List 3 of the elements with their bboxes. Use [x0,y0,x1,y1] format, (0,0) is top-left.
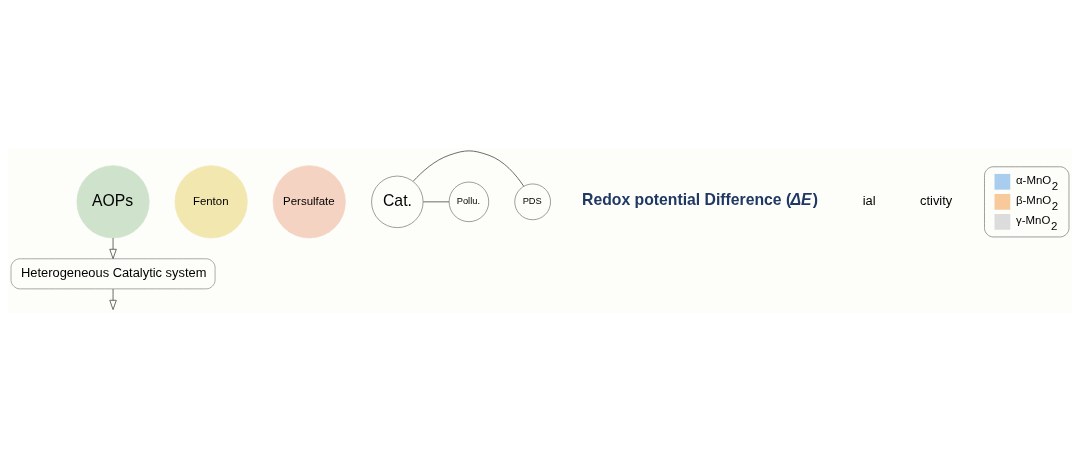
label: ctivity [920,192,953,208]
label: ial [862,192,876,208]
label: Redox potential Difference (ΔE) [582,190,818,208]
